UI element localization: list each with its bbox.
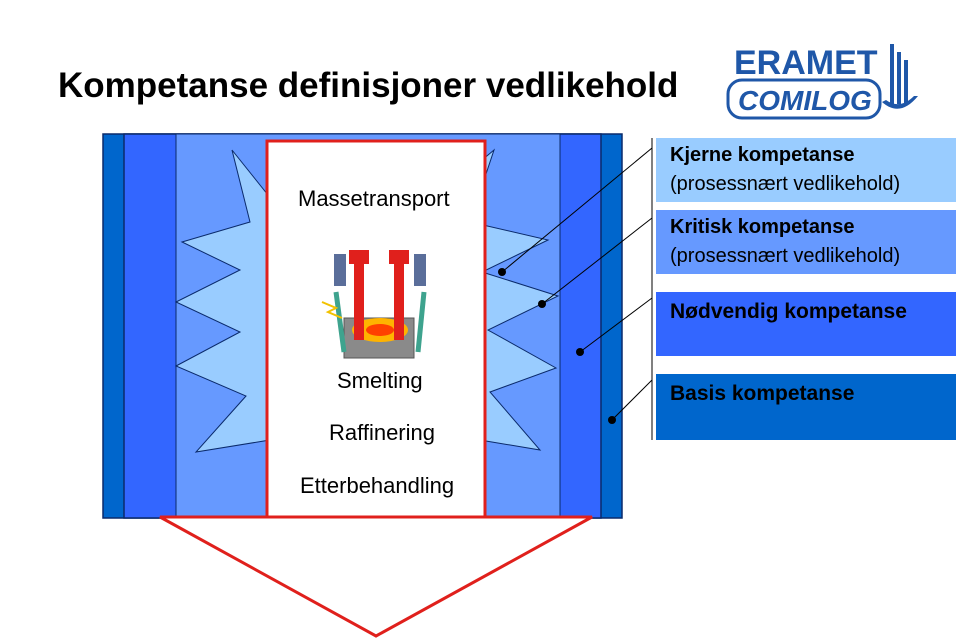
legend-kjerne-title: Kjerne kompetanse	[670, 144, 855, 166]
logo-text-comilog: COMILOG	[738, 85, 872, 116]
furnace-icon	[321, 250, 427, 359]
connector-dot	[498, 268, 506, 276]
legend-basis-title: Basis kompetanse	[670, 382, 855, 405]
connector-dot	[576, 348, 584, 356]
legend-basis: Basis kompetanse	[656, 374, 956, 440]
down-arrow	[159, 515, 593, 638]
connector-dot	[608, 416, 616, 424]
label-etterbehandling: Etterbehandling	[300, 473, 455, 498]
logo-mark-icon	[882, 44, 918, 109]
connector-dot	[538, 300, 546, 308]
legend-kritisk-subtitle: (prosessnært vedlikehold)	[670, 245, 901, 267]
legend-kjerne-subtitle: (prosessnært vedlikehold)	[670, 173, 901, 195]
logo-text-eramet: ERAMET	[734, 44, 878, 82]
label-raffinering: Raffinering	[329, 420, 435, 445]
legend-kjerne: Kjerne kompetanse (prosessnært vedlikeho…	[656, 138, 956, 202]
logo-frame	[726, 78, 882, 120]
legend-kritisk: Kritisk kompetanse (prosessnært vedlikeh…	[656, 210, 956, 274]
legend-kritisk-title: Kritisk kompetanse	[670, 216, 855, 238]
eramet-comilog-logo: ERAMET COMILOG	[726, 44, 918, 120]
legend-nodvendig: Nødvendig kompetanse	[656, 292, 956, 356]
legend-nodvendig-title: Nødvendig kompetanse	[670, 300, 907, 323]
label-massetransport: Massetransport	[298, 186, 450, 211]
page-title: Kompetanse definisjoner vedlikehold	[58, 66, 679, 105]
label-smelting: Smelting	[337, 368, 423, 393]
